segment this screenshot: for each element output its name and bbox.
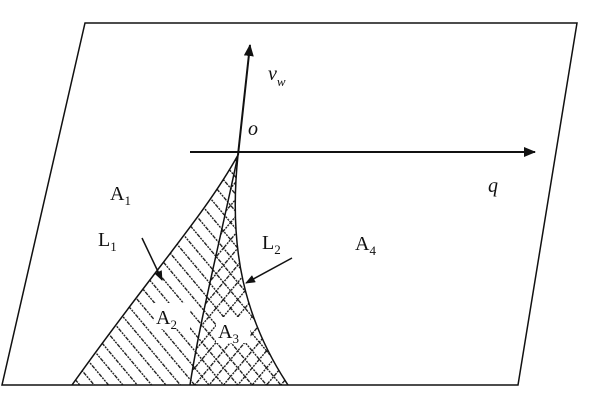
a3-label-bg	[216, 317, 250, 343]
curve-middle-boundary	[189, 154, 239, 386]
curve-l1	[71, 154, 239, 386]
curve-l1-label: L1	[98, 229, 117, 254]
curve-l2	[234, 154, 289, 386]
l2-pointer-arrow	[245, 257, 293, 284]
horizontal-axis-label: q	[488, 175, 498, 197]
region-a4-label: A4	[355, 233, 376, 258]
region-a3-hatch-b	[190, 155, 288, 385]
region-a1-label: A1	[110, 183, 131, 208]
region-a3-label: A3	[218, 321, 239, 346]
region-a2-hatch	[72, 155, 238, 385]
vertical-axis-label: vw	[268, 63, 286, 89]
a2-label-bg	[154, 303, 190, 329]
origin-label: o	[248, 118, 258, 140]
l1-pointer-arrow	[141, 237, 163, 281]
vertical-axis-arrow	[237, 44, 254, 156]
curve-l2-label: L2	[262, 232, 281, 257]
plane-parallelogram	[1, 22, 578, 386]
region-a2-label: A2	[156, 307, 177, 332]
